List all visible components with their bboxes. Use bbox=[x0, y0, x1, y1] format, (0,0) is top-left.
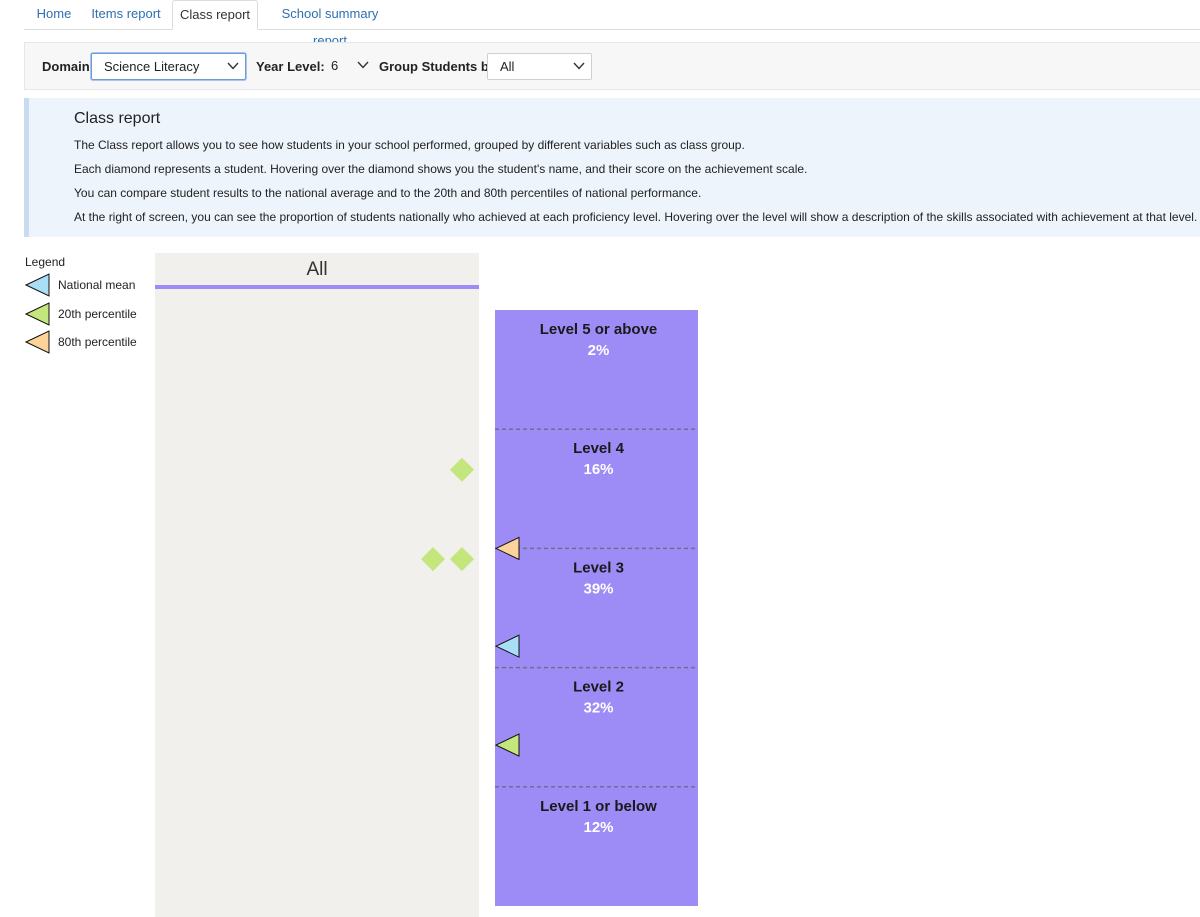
level-label: Level 3 bbox=[573, 559, 624, 576]
marker-80th-percentile[interactable] bbox=[494, 536, 520, 561]
level-percent: 2% bbox=[588, 342, 610, 359]
chevron-down-icon bbox=[573, 62, 585, 70]
group-title: All bbox=[306, 259, 328, 280]
triangle-left-icon bbox=[25, 302, 50, 326]
legend-label: 20th percentile bbox=[58, 307, 137, 321]
level-percent: 16% bbox=[583, 461, 613, 478]
group-column: All bbox=[155, 253, 479, 917]
level-label: Level 1 or below bbox=[540, 798, 657, 815]
domain-label: Domain: bbox=[42, 59, 94, 74]
level-percent: 32% bbox=[583, 700, 613, 717]
level-label: Level 5 or above bbox=[540, 321, 658, 338]
info-title: Class report bbox=[74, 110, 161, 127]
year-level-label: Year Level: bbox=[256, 59, 325, 74]
group-underline bbox=[155, 285, 479, 289]
proficiency-band bbox=[495, 310, 698, 906]
triangle-left-icon bbox=[25, 273, 50, 297]
chevron-down-icon bbox=[357, 61, 369, 69]
student-diamond[interactable] bbox=[450, 457, 474, 482]
domain-select[interactable]: Science Literacy bbox=[91, 53, 246, 80]
info-panel: Class report The Class report allows you… bbox=[24, 98, 1200, 237]
legend-label: National mean bbox=[58, 278, 136, 292]
year-level-select-value: 6 bbox=[331, 58, 339, 73]
info-line: Each diamond represents a student. Hover… bbox=[74, 162, 808, 176]
tab-class-report[interactable]: Class report bbox=[172, 0, 258, 30]
student-diamond[interactable] bbox=[450, 547, 474, 572]
level-percent: 12% bbox=[583, 819, 613, 836]
group-students-label: Group Students by: bbox=[379, 59, 501, 74]
student-diamond[interactable] bbox=[421, 547, 445, 572]
level-percent: 39% bbox=[583, 580, 613, 597]
tab-items-report[interactable]: Items report bbox=[91, 6, 161, 21]
info-line: At the right of screen, you can see the … bbox=[74, 210, 1198, 224]
group-students-select-value: All bbox=[500, 59, 515, 74]
chevron-down-icon bbox=[227, 62, 239, 70]
marker-national-mean[interactable] bbox=[494, 634, 520, 658]
legend-title: Legend bbox=[25, 255, 66, 269]
legend-label: 80th percentile bbox=[58, 335, 137, 349]
info-line: The Class report allows you to see how s… bbox=[74, 138, 745, 152]
level-label: Level 2 bbox=[573, 679, 624, 696]
triangle-left-icon bbox=[25, 330, 50, 354]
tab-home[interactable]: Home bbox=[36, 6, 72, 21]
group-students-select[interactable]: All bbox=[487, 53, 592, 80]
marker-20th-percentile[interactable] bbox=[494, 733, 520, 757]
filter-bar: Domain: Science Literacy Year Level: 6 G… bbox=[24, 42, 1200, 90]
domain-select-value: Science Literacy bbox=[104, 59, 200, 74]
info-line: You can compare student results to the n… bbox=[74, 186, 702, 200]
year-level-select[interactable]: 6 bbox=[331, 53, 371, 80]
level-label: Level 4 bbox=[573, 440, 625, 457]
